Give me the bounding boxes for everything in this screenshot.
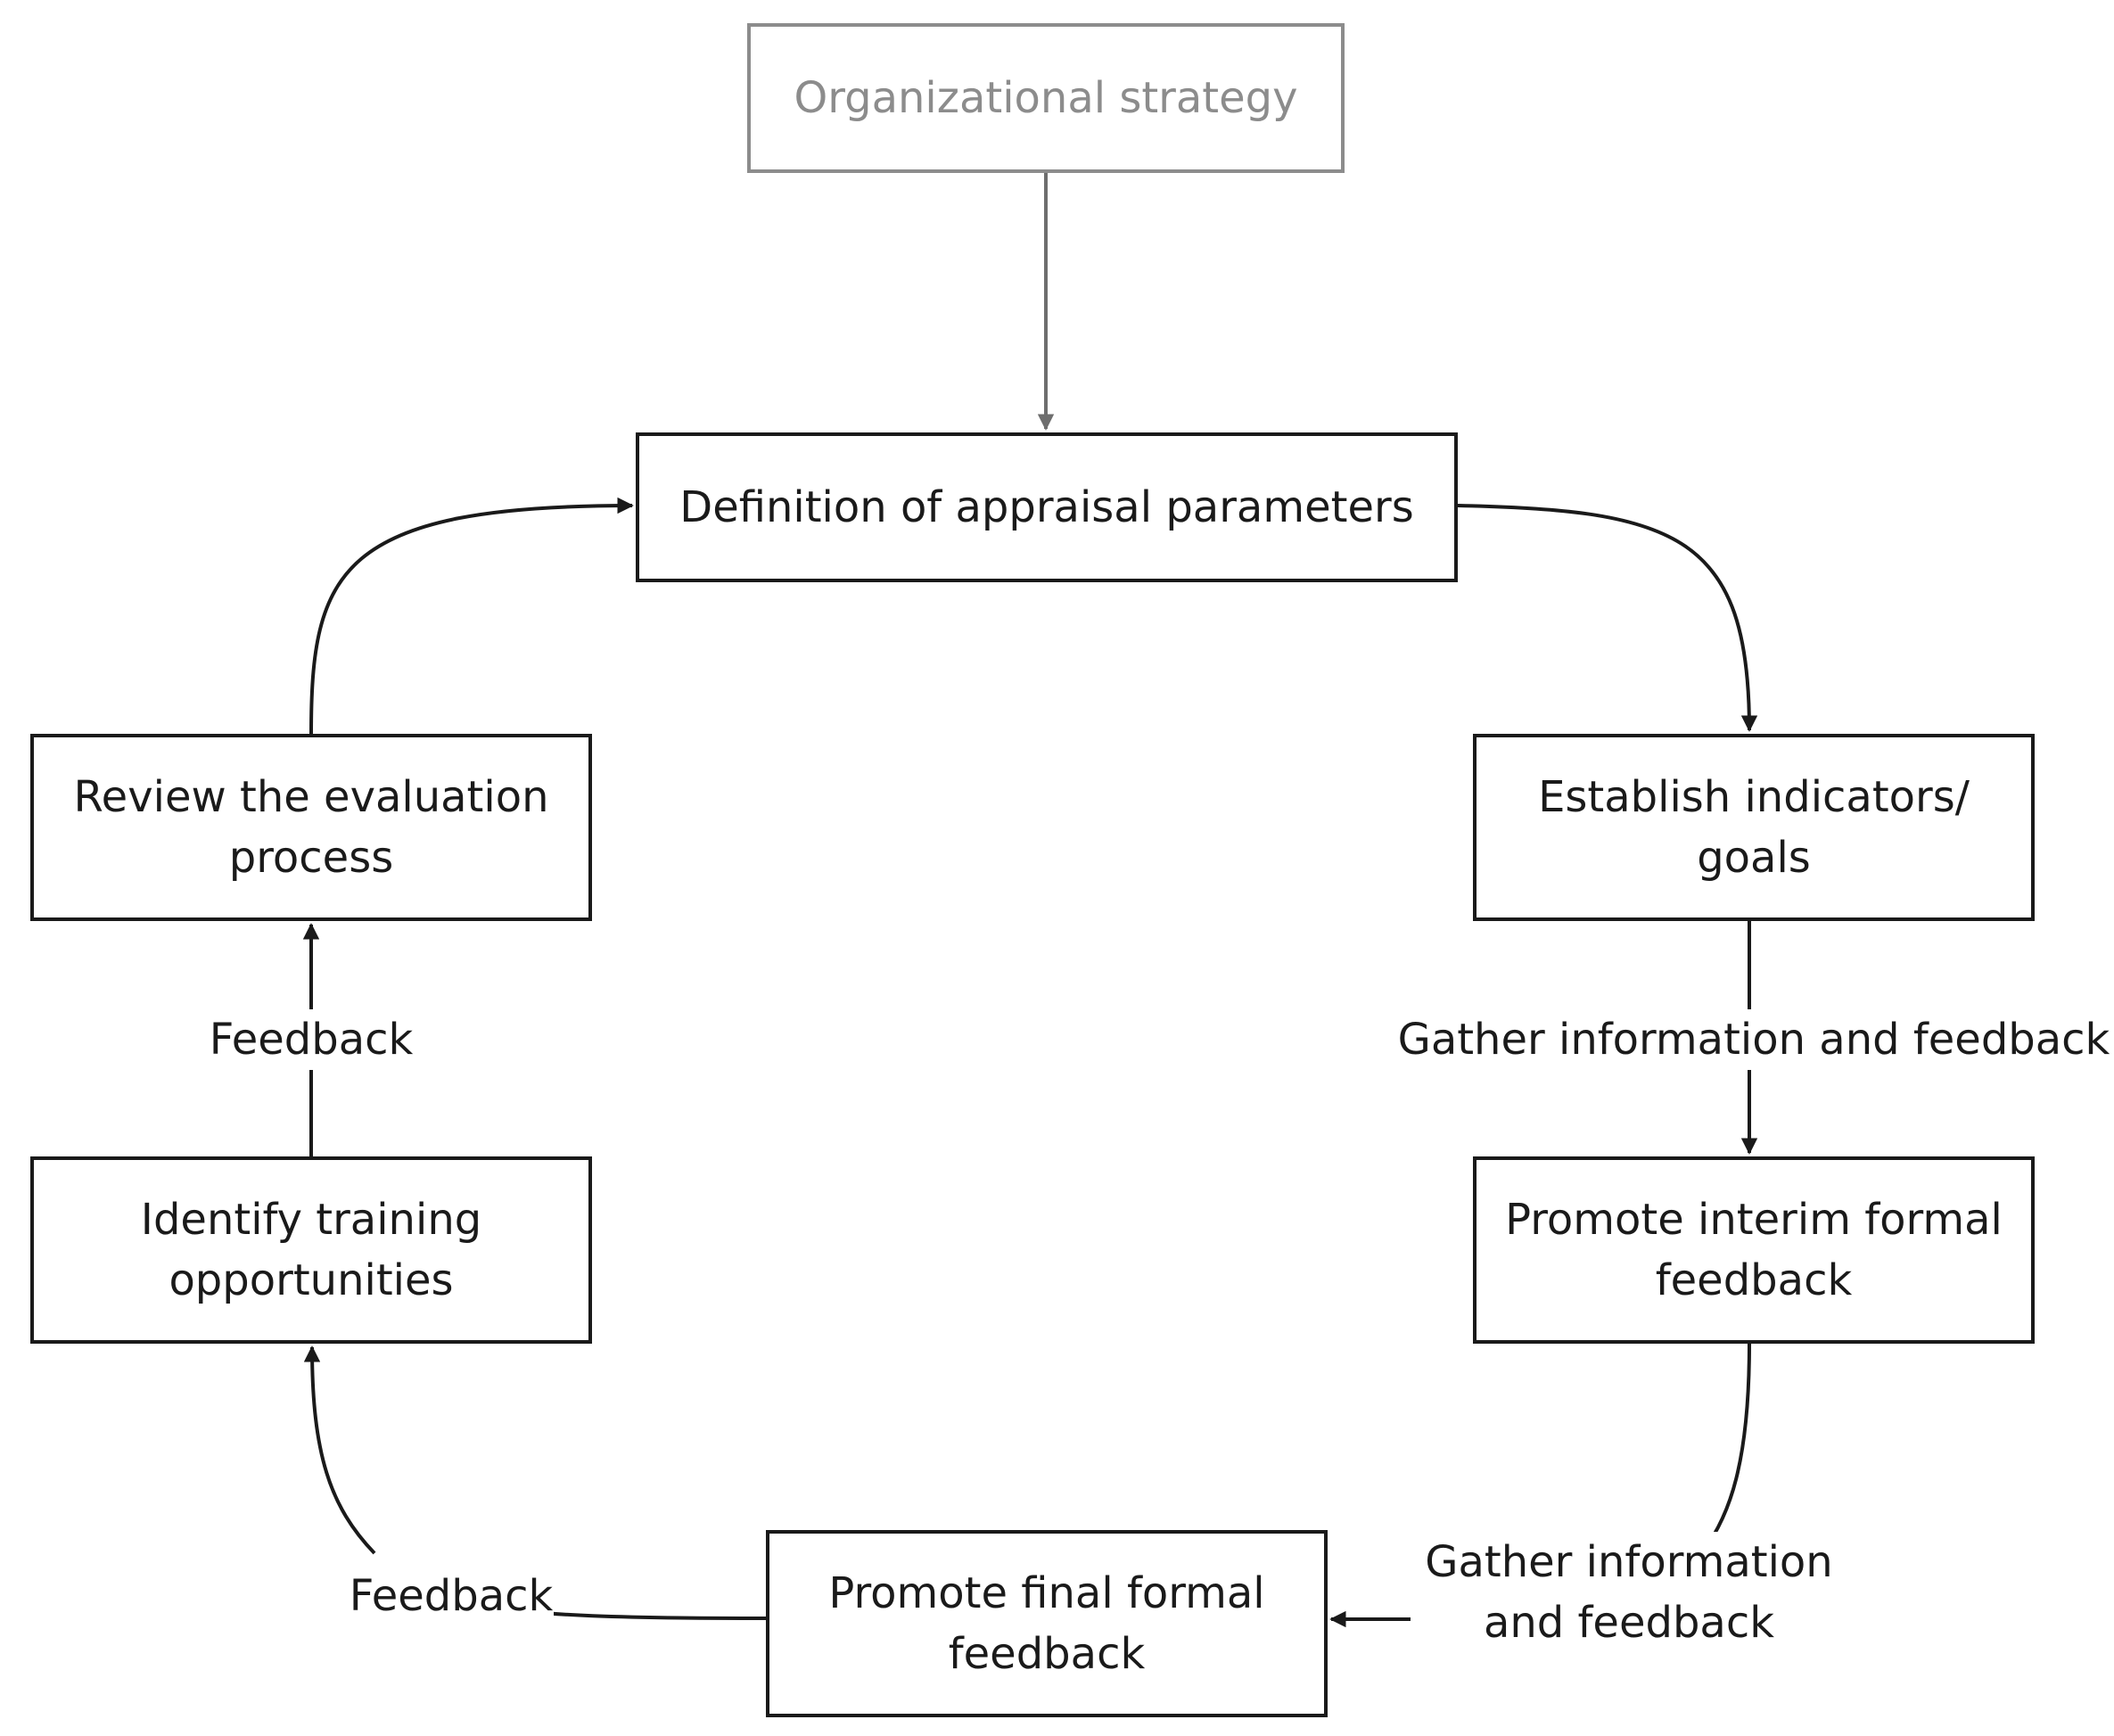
node-label: Identify training opportunities — [140, 1195, 482, 1305]
node-label: Organizational strategy — [794, 73, 1298, 123]
edge-review-to-definition — [309, 497, 634, 735]
node-promote-final-formal-feedback: Promote final formal feedback — [766, 1530, 1328, 1717]
node-organizational-strategy: Organizational strategy — [747, 23, 1345, 173]
node-promote-interim-formal-feedback: Promote interim formal feedback — [1473, 1156, 2035, 1344]
node-definition-of-appraisal-parameters: Definition of appraisal parameters — [636, 432, 1458, 582]
edge-label-gather-info-feedback: Gather information and feedback — [1393, 1009, 2114, 1070]
node-establish-indicators-goals: Establish indicators/ goals — [1473, 734, 2035, 921]
node-label: Definition of appraisal parameters — [679, 482, 1414, 532]
node-label: Promote interim formal feedback — [1505, 1195, 2003, 1305]
edge-definition-to-indicators — [1457, 504, 1758, 732]
edge-label-gather-info-feedback-bottom: Gather information and feedback — [1411, 1532, 1847, 1653]
node-label: Promote final formal feedback — [828, 1568, 1265, 1679]
edge-label-feedback-bottom: Feedback — [349, 1566, 554, 1626]
edge-interim-to-final — [1701, 1343, 1751, 1553]
node-identify-training-opportunities: Identify training opportunities — [30, 1156, 592, 1344]
node-review-evaluation-process: Review the evaluation process — [30, 734, 592, 921]
node-label: Establish indicators/ goals — [1538, 772, 1970, 883]
node-label: Review the evaluation process — [73, 772, 549, 883]
edge-label-feedback-left: Feedback — [202, 1009, 421, 1070]
edge-final-to-training-arrow — [303, 1345, 376, 1555]
